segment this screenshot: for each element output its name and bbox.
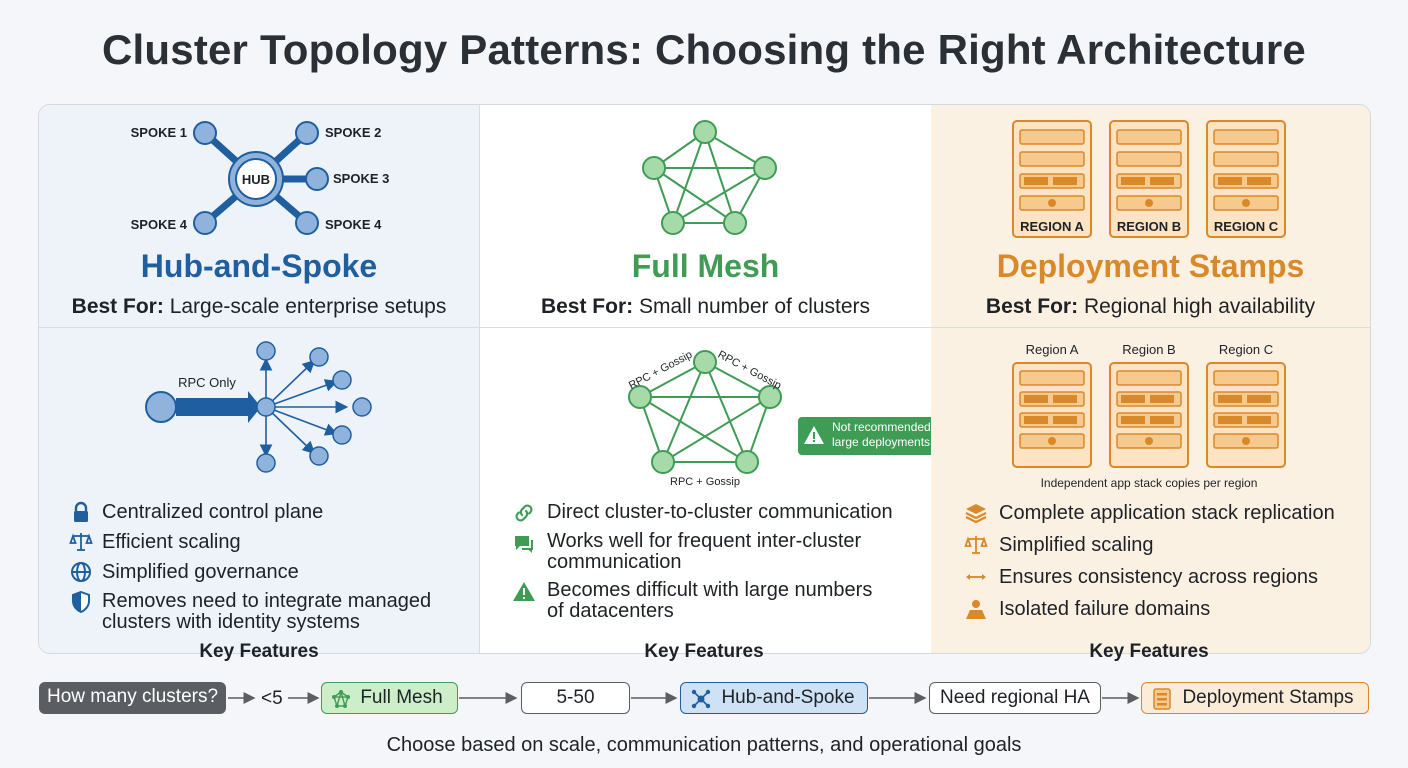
- full-mesh-column: Full Mesh Best For: Small number of clus…: [479, 105, 956, 653]
- row-divider: [39, 327, 1370, 328]
- full-mesh-diagram: [642, 120, 777, 235]
- warning-text: Not recommended for large deployments: [832, 420, 949, 449]
- region-label: Region B: [1122, 342, 1175, 357]
- rpc-only-label: RPC Only: [178, 375, 236, 390]
- flow-hub-spoke-node: Hub-and-Spoke: [680, 682, 868, 714]
- scale-icon: [964, 536, 988, 554]
- flow-full-mesh-label: Full Mesh: [360, 687, 443, 708]
- region-label: Region A: [1026, 342, 1079, 357]
- flow-full-mesh-node: Full Mesh: [321, 682, 458, 714]
- mesh-icon: [332, 690, 350, 708]
- spoke-label: SPOKE 1: [131, 125, 187, 140]
- stamps-feature: Ensures consistency across regions: [999, 566, 1319, 588]
- flow-question: How many clusters?: [39, 682, 226, 714]
- mesh-feature: Becomes difficult with large numbers of …: [547, 579, 873, 622]
- hub-icon: [691, 689, 711, 709]
- lock-icon: [74, 501, 88, 522]
- hub-label: HUB: [242, 172, 270, 187]
- hub-spoke-title: Hub-and-Spoke: [140, 248, 378, 284]
- best-for-label: Best For:: [540, 295, 634, 318]
- flow-lt5-label: <5: [261, 688, 283, 709]
- shield-icon: [72, 590, 90, 614]
- spoke-label: SPOKE 4: [325, 217, 382, 232]
- footer-caption: Choose based on scale, communication pat…: [386, 734, 1022, 756]
- flow-arrows: [228, 692, 1140, 704]
- spoke-label: SPOKE 2: [325, 125, 381, 140]
- mesh-gossip-diagram: RPC + Gossip RPC + Gossip RPC + Gossip: [627, 349, 783, 488]
- stamps-caption: Independent app stack copies per region: [1041, 476, 1258, 490]
- hub-feature: Efficient scaling: [102, 531, 241, 553]
- region-label: REGION A: [1020, 219, 1084, 234]
- stamps-feature: Complete application stack replication: [999, 502, 1335, 524]
- chat-icon: [515, 536, 533, 553]
- edge-label: RPC + Gossip: [670, 476, 740, 488]
- best-for-label: Best For:: [71, 295, 164, 318]
- flow-stamps-node: Deployment Stamps: [1141, 682, 1369, 714]
- warning-icon: [513, 582, 535, 601]
- comparison-panel: HUB SPOKE 1 SPOKE 2 SPOKE 3 SPOKE 4 SPOK…: [38, 104, 1371, 654]
- scale-icon: [69, 533, 93, 551]
- key-features-label: Key Features: [644, 641, 764, 662]
- mesh-feature: Works well for frequent inter-cluster co…: [547, 530, 862, 573]
- arrows-icon: [966, 574, 986, 580]
- spoke-label: SPOKE 3: [333, 171, 389, 186]
- hub-best-for: Best For: Large-scale enterprise setups: [39, 295, 479, 319]
- region-label: REGION B: [1117, 219, 1181, 234]
- regional-stamps-diagram: Region A Region B Region C: [1012, 342, 1286, 490]
- warning-icon: [804, 426, 824, 444]
- flow-regional-node: Need regional HA: [929, 682, 1101, 714]
- page-title: Cluster Topology Patterns: Choosing the …: [102, 26, 1306, 73]
- mesh-best-for: Best For: Small number of clusters: [480, 295, 931, 319]
- flow-hub-spoke-label: Hub-and-Spoke: [721, 687, 855, 708]
- region-label: REGION C: [1214, 219, 1279, 234]
- mesh-feature: Direct cluster-to-cluster communication: [547, 501, 893, 523]
- stamps-feature: Simplified scaling: [999, 534, 1154, 556]
- layers-icon: [965, 504, 987, 524]
- stamps-diagram: REGION A REGION B REGION C: [1012, 120, 1286, 238]
- full-mesh-title: Full Mesh: [631, 248, 780, 284]
- best-for-label: Best For:: [985, 295, 1079, 318]
- hub-feature: Centralized control plane: [102, 501, 324, 523]
- globe-icon: [71, 562, 91, 582]
- key-features-label: Key Features: [1089, 641, 1209, 662]
- best-for-text: Small number of clusters: [638, 295, 871, 318]
- rpc-fanout-diagram: RPC Only: [145, 341, 372, 473]
- hub-feature: Simplified governance: [102, 561, 299, 583]
- hub-feature: Removes need to integrate managed cluste…: [102, 590, 432, 633]
- flow-stamps-label: Deployment Stamps: [1182, 687, 1354, 708]
- stamps-best-for: Best For: Regional high availability: [931, 295, 1370, 319]
- stamps-feature: Isolated failure domains: [999, 598, 1211, 620]
- deployment-stamps-column: REGION A REGION B REGION C Deployment St…: [931, 105, 1370, 653]
- person-icon: [966, 600, 986, 619]
- hub-spoke-diagram: HUB SPOKE 1 SPOKE 2 SPOKE 3 SPOKE 4 SPOK…: [131, 121, 389, 235]
- hub-spoke-column: HUB SPOKE 1 SPOKE 2 SPOKE 3 SPOKE 4 SPOK…: [39, 105, 479, 653]
- flow-range-node: 5-50: [521, 682, 630, 714]
- region-label: Region C: [1219, 342, 1273, 357]
- best-for-text: Large-scale enterprise setups: [169, 295, 447, 318]
- stamp-icon: [1153, 688, 1171, 710]
- best-for-text: Regional high availability: [1083, 295, 1316, 318]
- warning-badge: [798, 417, 956, 455]
- spoke-label: SPOKE 4: [131, 217, 188, 232]
- deployment-stamps-title: Deployment Stamps: [996, 248, 1305, 284]
- link-icon: [515, 504, 533, 522]
- key-features-label: Key Features: [199, 641, 319, 662]
